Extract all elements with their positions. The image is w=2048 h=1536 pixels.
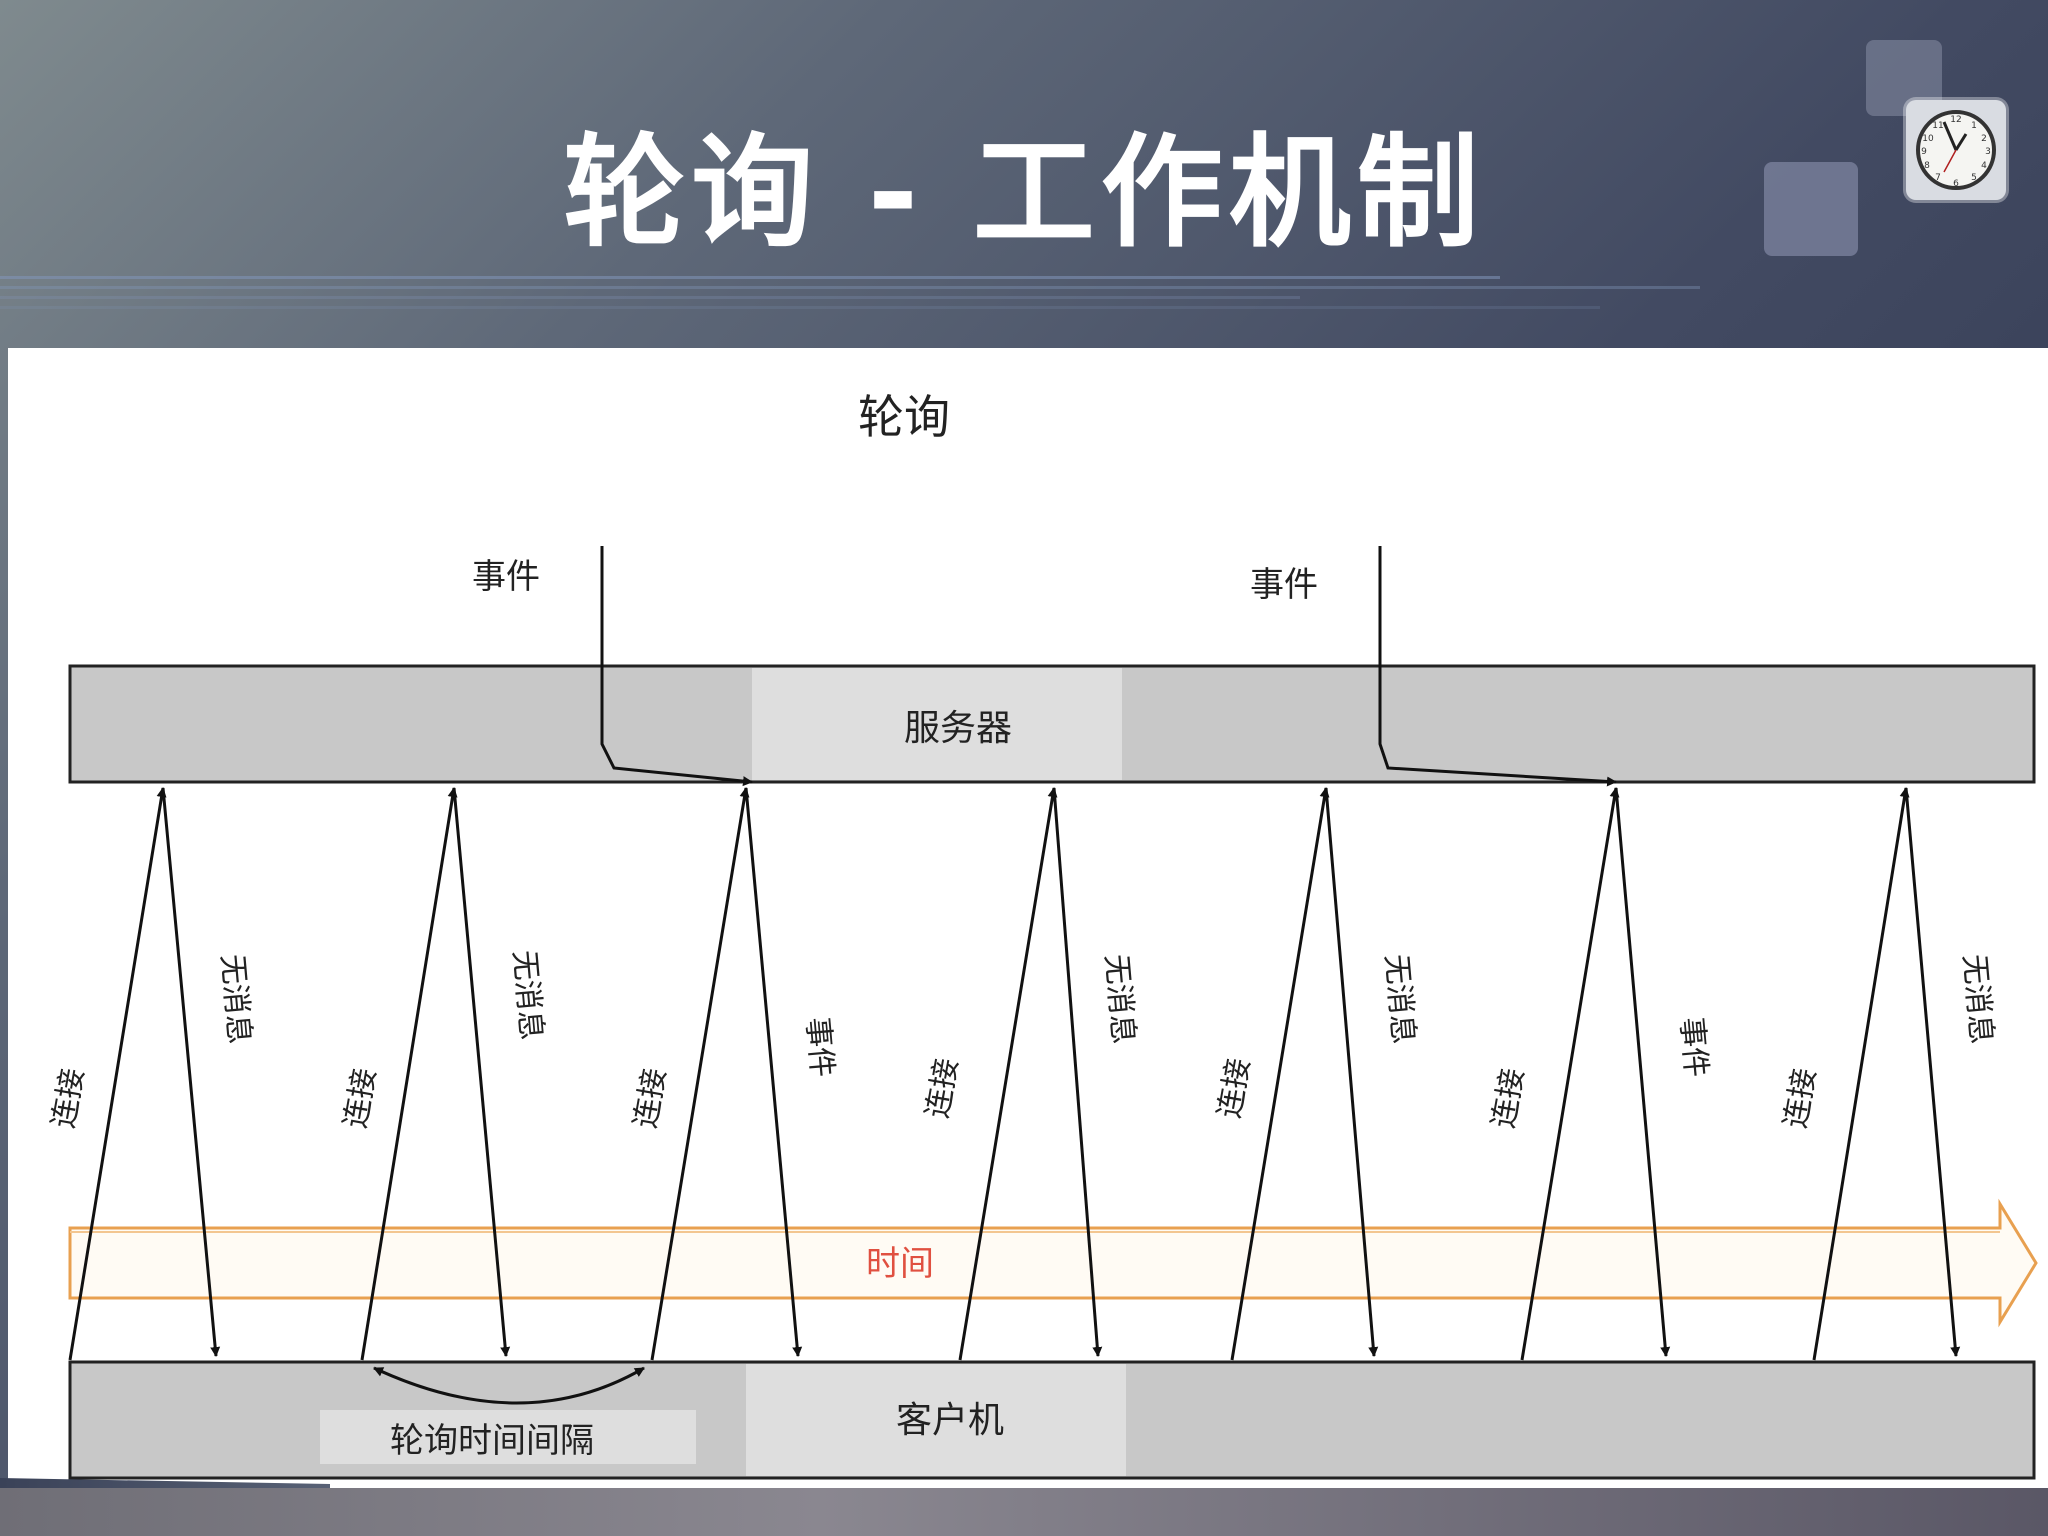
polling-diagram: 轮询 服务器 客户机 轮询时间间隔 时间 事件 事件 xyxy=(46,390,2038,1480)
event-label-top-2: 事件 xyxy=(1250,565,1318,605)
header-stripe xyxy=(0,286,1700,289)
no-message-label-3: 无消息 xyxy=(1098,953,1141,1046)
connect-label-1: 连接 xyxy=(46,1066,91,1131)
connect-label-6: 连接 xyxy=(1486,1066,1531,1131)
decorative-square xyxy=(1764,162,1858,256)
connect-arrow-1 xyxy=(68,787,167,1361)
event-arrow-1 xyxy=(600,546,753,787)
interval-label: 轮询时间间隔 xyxy=(390,1421,594,1461)
connect-label-2: 连接 xyxy=(338,1066,383,1131)
no-message-label-2: 无消息 xyxy=(506,949,549,1042)
no-message-label-5: 无消息 xyxy=(1956,953,1999,1046)
header-stripe xyxy=(0,296,1300,299)
no-message-arrow-2 xyxy=(452,787,511,1357)
connect-arrow-5 xyxy=(1230,787,1330,1361)
server-label-box xyxy=(752,668,1122,780)
svg-text:2: 2 xyxy=(1981,134,1987,144)
time-arrow xyxy=(68,1198,2038,1328)
event-arrow-2 xyxy=(1378,546,1617,787)
svg-text:9: 9 xyxy=(1921,147,1927,157)
svg-text:10: 10 xyxy=(1922,134,1934,144)
svg-text:6: 6 xyxy=(1953,179,1959,189)
svg-text:12: 12 xyxy=(1950,115,1961,125)
connect-label-7: 连接 xyxy=(1778,1066,1823,1131)
diagram-heading: 轮询 xyxy=(858,390,950,444)
connect-arrow-3 xyxy=(650,787,750,1361)
svg-text:8: 8 xyxy=(1924,161,1930,171)
event-label-side-2: 事件 xyxy=(1673,1016,1713,1079)
svg-text:1: 1 xyxy=(1971,121,1977,131)
diagram-panel: 轮询 服务器 客户机 轮询时间间隔 时间 事件 事件 xyxy=(8,348,2048,1488)
server-label: 服务器 xyxy=(904,708,1012,749)
no-message-label-1: 无消息 xyxy=(214,953,257,1046)
svg-text:4: 4 xyxy=(1981,161,1987,171)
connect-label-5: 连接 xyxy=(1212,1056,1257,1121)
no-message-arrow-4 xyxy=(1324,787,1379,1357)
time-label: 时间 xyxy=(866,1244,934,1284)
connect-arrow-7 xyxy=(1812,787,1910,1361)
no-message-label-4: 无消息 xyxy=(1378,953,1421,1046)
connect-label-3: 连接 xyxy=(628,1066,673,1131)
connect-label-4: 连接 xyxy=(920,1056,965,1121)
client-label-box xyxy=(746,1364,1126,1476)
header-stripe xyxy=(0,276,1500,279)
no-message-arrow-5 xyxy=(1904,787,1961,1357)
event-response-arrow-1 xyxy=(744,787,803,1357)
no-message-arrow-1 xyxy=(161,787,221,1357)
footer-bar xyxy=(0,1488,2048,1536)
interval-curve xyxy=(373,1366,645,1405)
event-response-arrow-2 xyxy=(1614,787,1671,1357)
svg-text:7: 7 xyxy=(1935,173,1941,183)
slide-title: 轮询 - 工作机制 xyxy=(563,122,1485,264)
event-label-side-1: 事件 xyxy=(799,1016,839,1079)
svg-text:3: 3 xyxy=(1985,147,1991,157)
svg-text:11: 11 xyxy=(1932,121,1943,131)
header-stripe xyxy=(0,306,1600,309)
interval-label-box xyxy=(320,1410,696,1464)
client-label: 客户机 xyxy=(896,1400,1004,1441)
svg-text:5: 5 xyxy=(1971,173,1977,183)
connect-arrow-6 xyxy=(1520,787,1620,1361)
connect-arrow-2 xyxy=(360,787,458,1361)
no-message-arrow-3 xyxy=(1052,787,1103,1357)
event-label-top-1: 事件 xyxy=(472,557,540,597)
connect-arrow-4 xyxy=(958,787,1058,1361)
